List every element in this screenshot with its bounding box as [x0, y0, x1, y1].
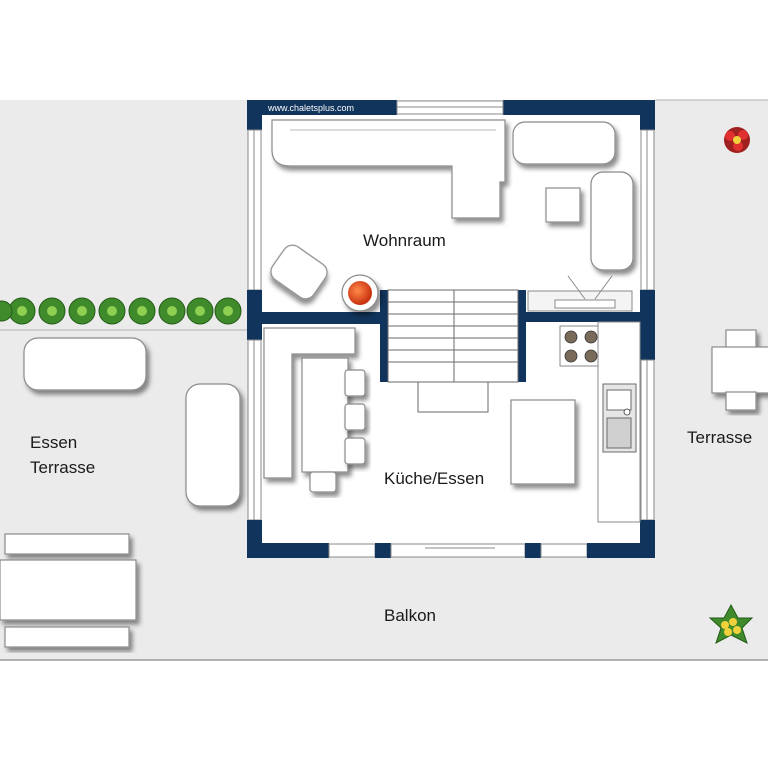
staircase [387, 289, 519, 413]
dining-table [510, 399, 576, 485]
interior-walls [247, 290, 640, 382]
stove-icon [559, 325, 605, 367]
terrace-loungers [0, 533, 137, 648]
living-coffee-table [545, 187, 581, 223]
flower-plant-icon [708, 603, 754, 645]
living-sideboard [527, 275, 633, 312]
sink-icon [602, 383, 637, 453]
room-label-dining-terrace-1: Essen [30, 433, 77, 452]
room-label-terrace: Terrasse [687, 428, 752, 447]
hedge-shrub-icon [0, 297, 242, 325]
lamp-icon [341, 274, 379, 312]
flower-plant-icon [724, 127, 750, 153]
terrace-sofa-top [23, 337, 147, 391]
room-label-living: Wohnraum [363, 231, 446, 250]
living-armchair-corner [270, 244, 328, 300]
living-armchair-top [512, 121, 616, 165]
living-sofa-l-shaped [271, 119, 506, 219]
watermark: www.chaletsplus.com [267, 103, 354, 113]
living-sofa-right [590, 171, 634, 271]
room-label-dining-terrace-2: Terrasse [30, 458, 95, 477]
room-label-kitchen: Küche/Essen [384, 469, 484, 488]
kitchen-island [301, 357, 349, 473]
exterior-walls [247, 100, 655, 558]
bar-stools [309, 369, 366, 493]
kitchen-l-counter [263, 327, 356, 479]
terrace-sofa-side [185, 383, 241, 507]
terrace-table-set [711, 329, 768, 411]
room-label-balcony: Balkon [384, 606, 436, 625]
